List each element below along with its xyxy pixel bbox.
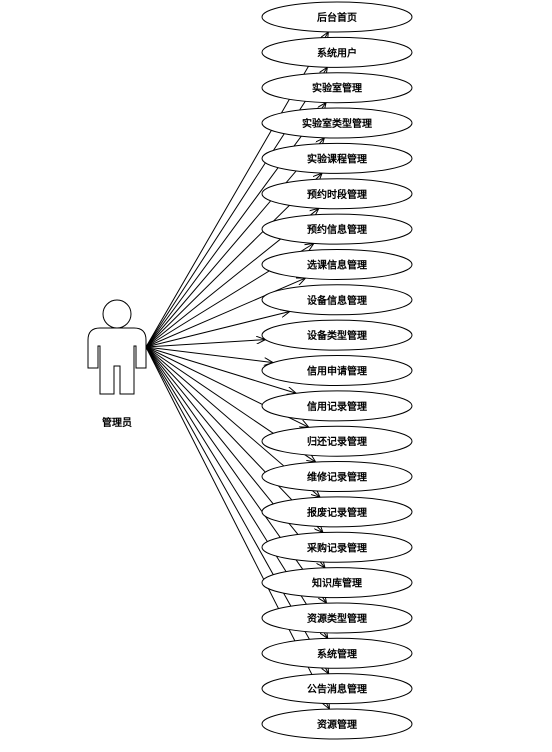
use-case-ellipse	[261, 1, 413, 33]
use-case-ellipse	[261, 425, 413, 457]
use-case: 维修记录管理	[261, 461, 413, 493]
use-case-ellipse	[261, 355, 413, 386]
use-case-label: 实验室管理	[312, 82, 362, 95]
use-case-ellipse	[261, 248, 413, 280]
association-arrow	[145, 103, 326, 348]
association-arrow	[145, 346, 296, 393]
use-case-label: 实验课程管理	[307, 152, 367, 165]
use-case-ellipse	[261, 567, 413, 599]
use-case-ellipse	[261, 213, 413, 245]
use-case: 系统管理	[261, 637, 413, 669]
use-case-ellipse	[261, 178, 413, 210]
use-case: 系统用户	[261, 36, 413, 68]
use-case-label: 实验室类型管理	[302, 117, 372, 130]
actor-admin: 管理员	[87, 299, 147, 429]
association-arrow	[145, 278, 306, 348]
use-case: 实验室管理	[261, 72, 413, 104]
use-case-label: 后台首页	[317, 11, 357, 24]
use-case-label: 选课信息管理	[307, 258, 367, 271]
use-case-label: 设备信息管理	[307, 294, 367, 307]
association-arrow	[145, 138, 324, 348]
association-arrow	[145, 346, 325, 568]
use-case: 知识库管理	[261, 567, 413, 599]
use-case-label: 报废记录管理	[307, 506, 367, 519]
use-case-label: 归还记录管理	[307, 435, 367, 448]
use-case-ellipse	[261, 390, 413, 422]
use-case: 预约信息管理	[261, 213, 413, 245]
use-case-ellipse	[261, 531, 413, 563]
use-case-label: 资源类型管理	[307, 612, 367, 625]
use-case-label: 知识库管理	[311, 577, 362, 590]
use-case: 采购记录管理	[261, 531, 413, 563]
use-case: 后台首页	[261, 1, 413, 33]
use-case-ellipse	[261, 107, 413, 139]
actor-body	[87, 327, 147, 395]
use-case-label: 系统管理	[317, 647, 357, 660]
use-case: 设备信息管理	[261, 284, 413, 316]
use-case-label: 预约信息管理	[307, 223, 367, 236]
use-case-label: 采购记录管理	[306, 541, 367, 554]
use-case-ellipse	[261, 284, 413, 316]
use-case-label: 维修记录管理	[307, 471, 367, 484]
use-case-label: 资源管理	[317, 718, 357, 731]
use-case: 报废记录管理	[261, 496, 413, 528]
use-case-ellipse	[261, 602, 413, 634]
use-case-ellipse	[261, 673, 413, 705]
use-case-label: 系统用户	[317, 46, 357, 59]
use-case: 选课信息管理	[261, 248, 413, 280]
use-case: 信用申请管理	[261, 355, 413, 386]
use-case: 实验室类型管理	[261, 107, 413, 139]
use-case-ellipse	[261, 708, 413, 740]
actor-head	[102, 299, 132, 329]
use-case-ellipse	[261, 637, 413, 669]
association-arrow	[145, 346, 327, 603]
association-arrow	[145, 340, 265, 348]
use-case-ellipse	[261, 319, 413, 351]
use-case-label: 信用记录管理	[307, 400, 367, 413]
actor-label: 管理员	[102, 416, 132, 429]
use-case: 资源管理	[261, 708, 413, 740]
use-case-label: 设备类型管理	[307, 329, 367, 342]
use-case: 归还记录管理	[261, 425, 413, 457]
use-case: 预约时段管理	[261, 178, 413, 210]
use-case: 资源类型管理	[261, 602, 413, 634]
use-case-ellipse	[261, 36, 413, 68]
use-case: 公告消息管理	[261, 673, 413, 705]
use-case-list: 后台首页系统用户实验室管理实验室类型管理实验课程管理预约时段管理预约信息管理选课…	[261, 1, 413, 740]
use-case: 实验课程管理	[261, 142, 413, 174]
use-case: 信用记录管理	[261, 390, 413, 422]
use-case-label: 信用申请管理	[307, 365, 367, 378]
use-case-ellipse	[261, 496, 413, 528]
use-case-ellipse	[261, 461, 413, 493]
use-case-label: 公告消息管理	[307, 683, 367, 696]
use-case-ellipse	[261, 142, 413, 174]
use-case: 设备类型管理	[261, 319, 413, 351]
use-case-ellipse	[261, 72, 413, 104]
use-case-label: 预约时段管理	[307, 188, 367, 201]
association-arrow	[145, 346, 273, 363]
association-arrow	[145, 311, 290, 348]
